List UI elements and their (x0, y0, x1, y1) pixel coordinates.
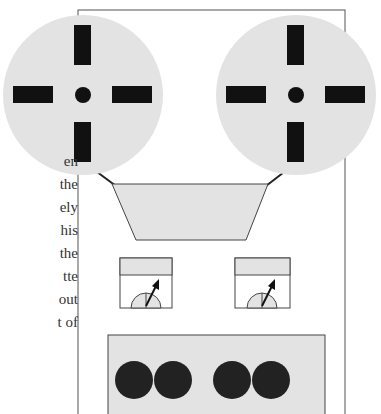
control-button (154, 361, 192, 399)
reel-spoke (226, 86, 266, 103)
right-reel (216, 15, 376, 175)
reel-spoke (287, 122, 304, 162)
reel-spoke (325, 86, 365, 103)
reel-spoke (13, 86, 53, 103)
needle-head (152, 279, 159, 290)
reel-disc (3, 15, 163, 175)
left-meter (120, 258, 172, 308)
control-button (213, 361, 251, 399)
reel-disc (216, 15, 376, 175)
text-fragment: the (0, 244, 78, 262)
control-button (252, 361, 290, 399)
meter-band (235, 258, 290, 275)
meter-box (120, 258, 172, 308)
meter-band (120, 258, 172, 275)
control-panel (108, 335, 325, 414)
panel (108, 335, 325, 414)
reel-spoke (74, 25, 91, 65)
text-fragment: tte (0, 267, 78, 285)
text-fragment: ely (0, 198, 78, 216)
reel-spoke (287, 25, 304, 65)
text-fragment: t of (0, 313, 78, 331)
right-meter (235, 258, 290, 308)
text-fragment: out (0, 290, 78, 308)
left-reel (3, 15, 163, 175)
control-button (115, 361, 153, 399)
text-fragment: his (0, 221, 78, 239)
meter-needle (262, 286, 272, 306)
needle-head (268, 279, 275, 290)
text-fragment: the (0, 175, 78, 193)
text-fragment: en (0, 152, 78, 170)
meter-needle (146, 286, 156, 306)
reel-hub (75, 87, 91, 103)
reel-hub (288, 87, 304, 103)
meter-box (235, 258, 290, 308)
tape-head (112, 184, 268, 240)
reel-spoke (112, 86, 152, 103)
